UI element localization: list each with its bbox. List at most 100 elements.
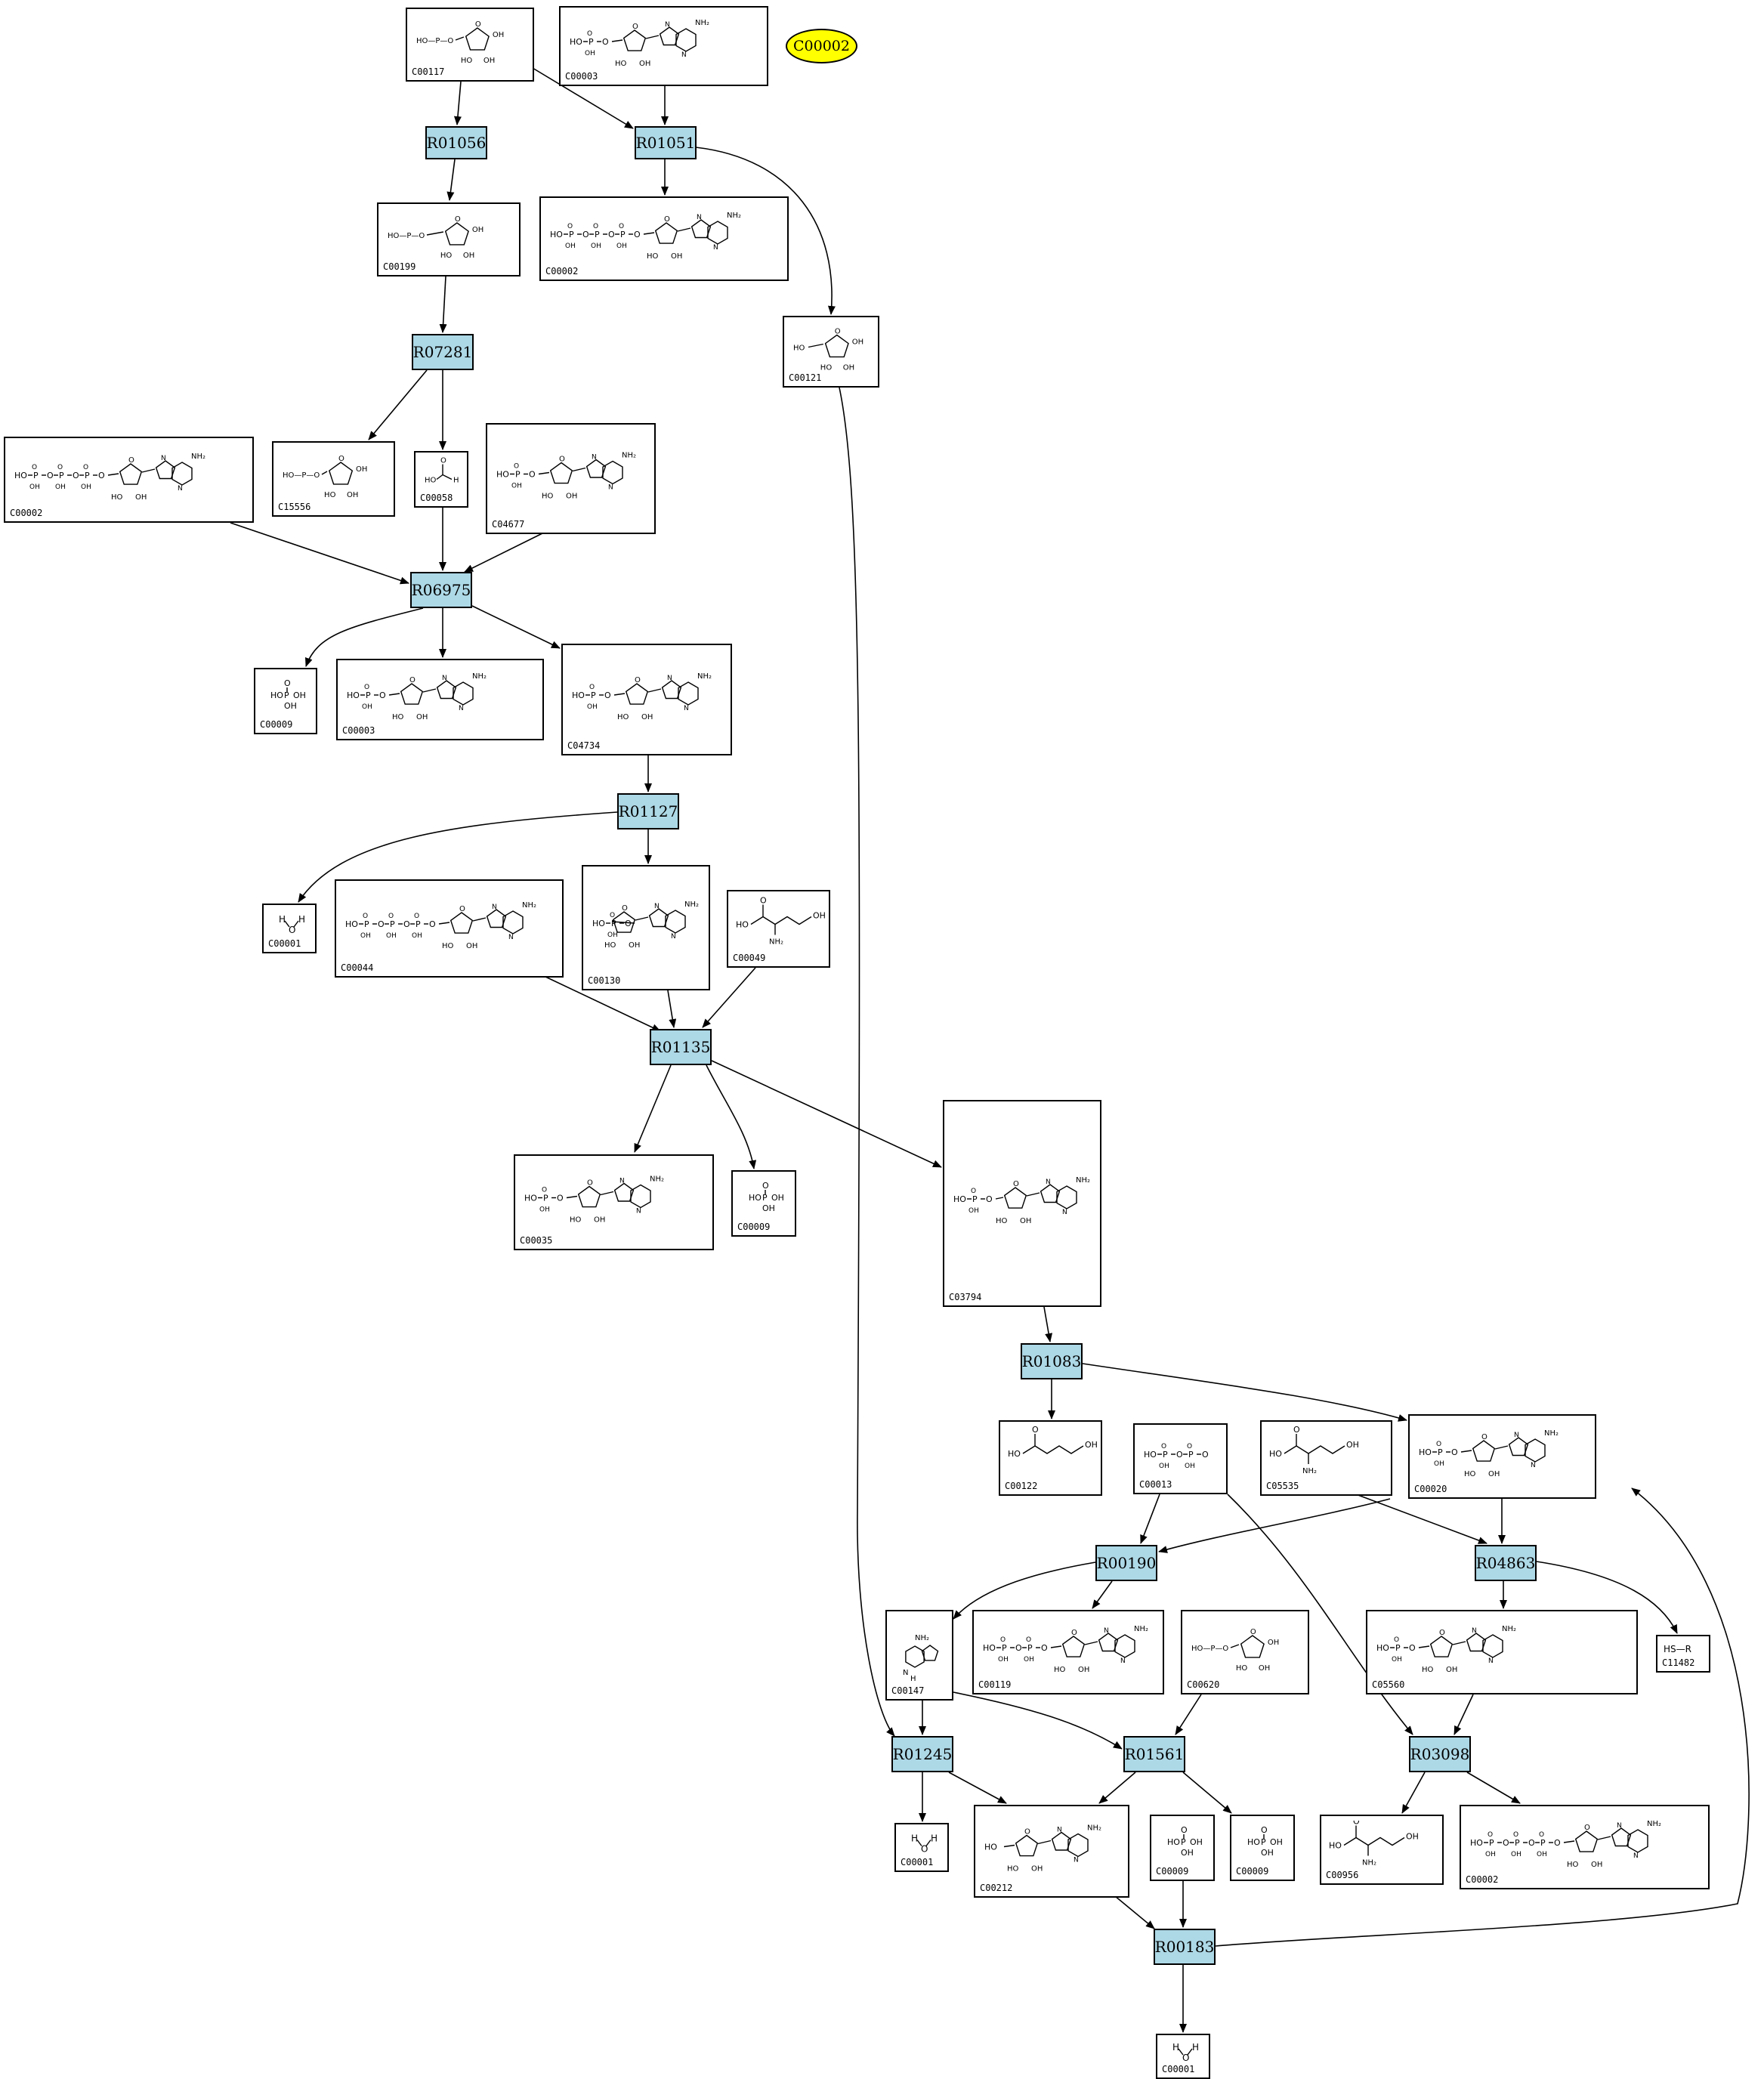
- reaction-node-r01127[interactable]: R01127: [617, 793, 679, 829]
- reaction-node-r01245[interactable]: R01245: [891, 1736, 953, 1772]
- reaction-label: R03098: [1410, 1745, 1470, 1763]
- reaction-edge: [711, 1060, 942, 1168]
- reaction-node-r01056[interactable]: R01056: [425, 126, 487, 159]
- reaction-label: R06975: [411, 581, 471, 599]
- reaction-node-r07281[interactable]: R07281: [412, 334, 474, 370]
- svg-text:N: N: [1046, 1179, 1051, 1186]
- svg-text:O: O: [1451, 1447, 1458, 1457]
- reaction-node-r01083[interactable]: R01083: [1021, 1343, 1083, 1379]
- svg-text:OH: OH: [284, 701, 297, 711]
- compound-id-label: C05560: [1372, 1679, 1405, 1690]
- compound-id-label: C00001: [901, 1857, 934, 1867]
- reaction-node-r01051[interactable]: R01051: [635, 126, 697, 159]
- svg-text:O: O: [1000, 1636, 1006, 1644]
- svg-text:N: N: [1531, 1462, 1536, 1469]
- svg-text:O: O: [388, 913, 394, 920]
- svg-text:P: P: [1188, 1450, 1194, 1460]
- svg-text:OH: OH: [565, 242, 576, 250]
- reaction-node-r00190[interactable]: R00190: [1095, 1545, 1157, 1581]
- svg-text:O: O: [1187, 1443, 1192, 1450]
- compound-id-label: C00035: [520, 1235, 553, 1246]
- svg-text:OH: OH: [629, 941, 640, 950]
- svg-text:HO: HO: [1247, 1837, 1260, 1847]
- compound-id-label: C00009: [260, 719, 293, 730]
- svg-text:HO: HO: [392, 713, 404, 721]
- reaction-edge: [839, 387, 895, 1737]
- compound-id-label: C11482: [1662, 1657, 1695, 1668]
- svg-text:N: N: [681, 51, 687, 59]
- compound-id-label: C00003: [342, 725, 375, 736]
- reaction-edge: [634, 1064, 672, 1153]
- svg-text:OH: OH: [1078, 1666, 1089, 1674]
- reaction-node-r03098[interactable]: R03098: [1409, 1736, 1471, 1772]
- svg-text:OH: OH: [813, 911, 826, 921]
- compound-id-label: C00199: [383, 261, 416, 272]
- highlight-compound[interactable]: C00002: [786, 29, 857, 63]
- svg-text:OH: OH: [386, 932, 397, 940]
- svg-text:OH: OH: [29, 483, 40, 491]
- reaction-node-r06975[interactable]: R06975: [410, 572, 472, 608]
- svg-text:N: N: [665, 21, 670, 29]
- svg-text:O: O: [567, 223, 573, 230]
- reaction-node-r04863[interactable]: R04863: [1475, 1545, 1537, 1581]
- svg-text:HO: HO: [345, 919, 358, 929]
- reaction-label: R01083: [1021, 1352, 1082, 1370]
- reaction-node-r01135[interactable]: R01135: [650, 1029, 712, 1065]
- compound-id-label: C00002: [10, 508, 43, 518]
- svg-text:NH₂: NH₂: [769, 938, 783, 947]
- reaction-node-r01561[interactable]: R01561: [1123, 1736, 1185, 1772]
- svg-text:OH: OH: [135, 493, 147, 502]
- svg-text:P: P: [1002, 1643, 1007, 1653]
- svg-text:OH: OH: [463, 252, 474, 260]
- reaction-node-r00183[interactable]: R00183: [1154, 1929, 1216, 1965]
- svg-text:OH: OH: [852, 338, 863, 347]
- svg-text:O: O: [32, 464, 37, 471]
- reaction-label: R01245: [892, 1745, 953, 1763]
- reaction-edge: [298, 811, 618, 903]
- svg-text:O: O: [338, 455, 344, 463]
- svg-text:N: N: [1488, 1657, 1494, 1665]
- compound-id-label: C00003: [565, 71, 598, 82]
- svg-text:NH₂: NH₂: [697, 672, 712, 681]
